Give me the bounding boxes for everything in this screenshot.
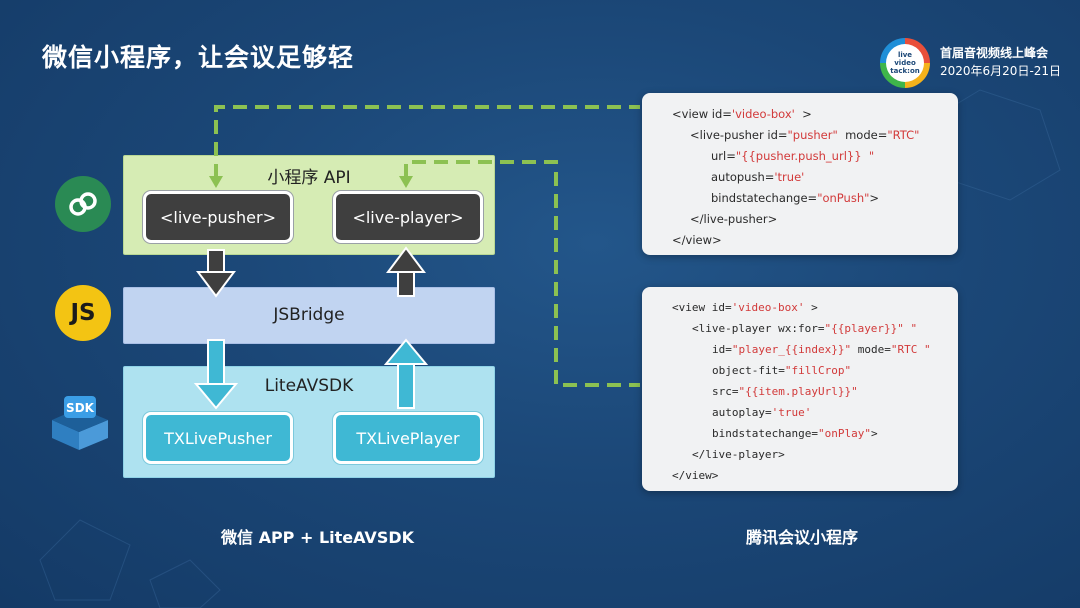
jsbridge-layer: JSBridge [123,287,495,344]
wechat-miniprogram-icon [55,176,111,232]
code-line: </view> [672,233,722,247]
code-line: object-fit="fillCrop" [712,364,852,377]
code-line: src="{{item.playUrl}}" [712,385,858,398]
code-line: url="{{pusher.push_url}} " [711,149,875,163]
txlivepusher-component: TXLivePusher [143,412,293,464]
javascript-icon: JS [55,285,111,341]
code-line: <live-player wx:for="{{player}}" " [692,322,918,335]
api-layer-label: 小程序 API [267,168,351,188]
code-line: </live-player> [692,448,785,461]
page-title: 微信小程序，让会议足够轻 [42,43,355,72]
txliveplayer-component: TXLivePlayer [333,412,483,464]
liteavsdk-label: LiteAVSDK [264,376,354,396]
left-caption: 微信 APP + LiteAVSDK [221,528,415,547]
event-date: 2020年6月20日-21日 [940,64,1062,78]
code-line: autopush='true' [711,170,805,184]
code-line: </view> [672,469,719,482]
jsbridge-label: JSBridge [273,305,345,325]
code-line: <live-pusher id="pusher" mode="RTC" [690,128,920,142]
code-line: bindstatechange="onPlay"> [712,427,878,440]
code-line: bindstatechange="onPush"> [711,191,880,205]
right-caption: 腾讯会议小程序 [746,528,859,547]
code-line: id="player_{{index}}" mode="RTC " [712,343,931,356]
sdk-box-icon: SDK [52,396,108,450]
svg-text:SDK: SDK [66,401,95,415]
code-line: </live-pusher> [690,212,778,226]
event-name: 首届音视频线上峰会 [940,46,1049,60]
code-card-live-pusher: <view id='video-box' > <live-pusher id="… [642,93,958,255]
code-line: <view id='video-box' > [672,107,812,121]
code-card-live-player: <view id='video-box' > <live-player wx:f… [642,287,958,491]
code-line: autoplay='true' [712,406,812,419]
live-pusher-component: <live-pusher> [143,191,293,243]
live-player-component: <live-player> [333,191,483,243]
code-line: <view id='video-box' > [672,301,818,314]
